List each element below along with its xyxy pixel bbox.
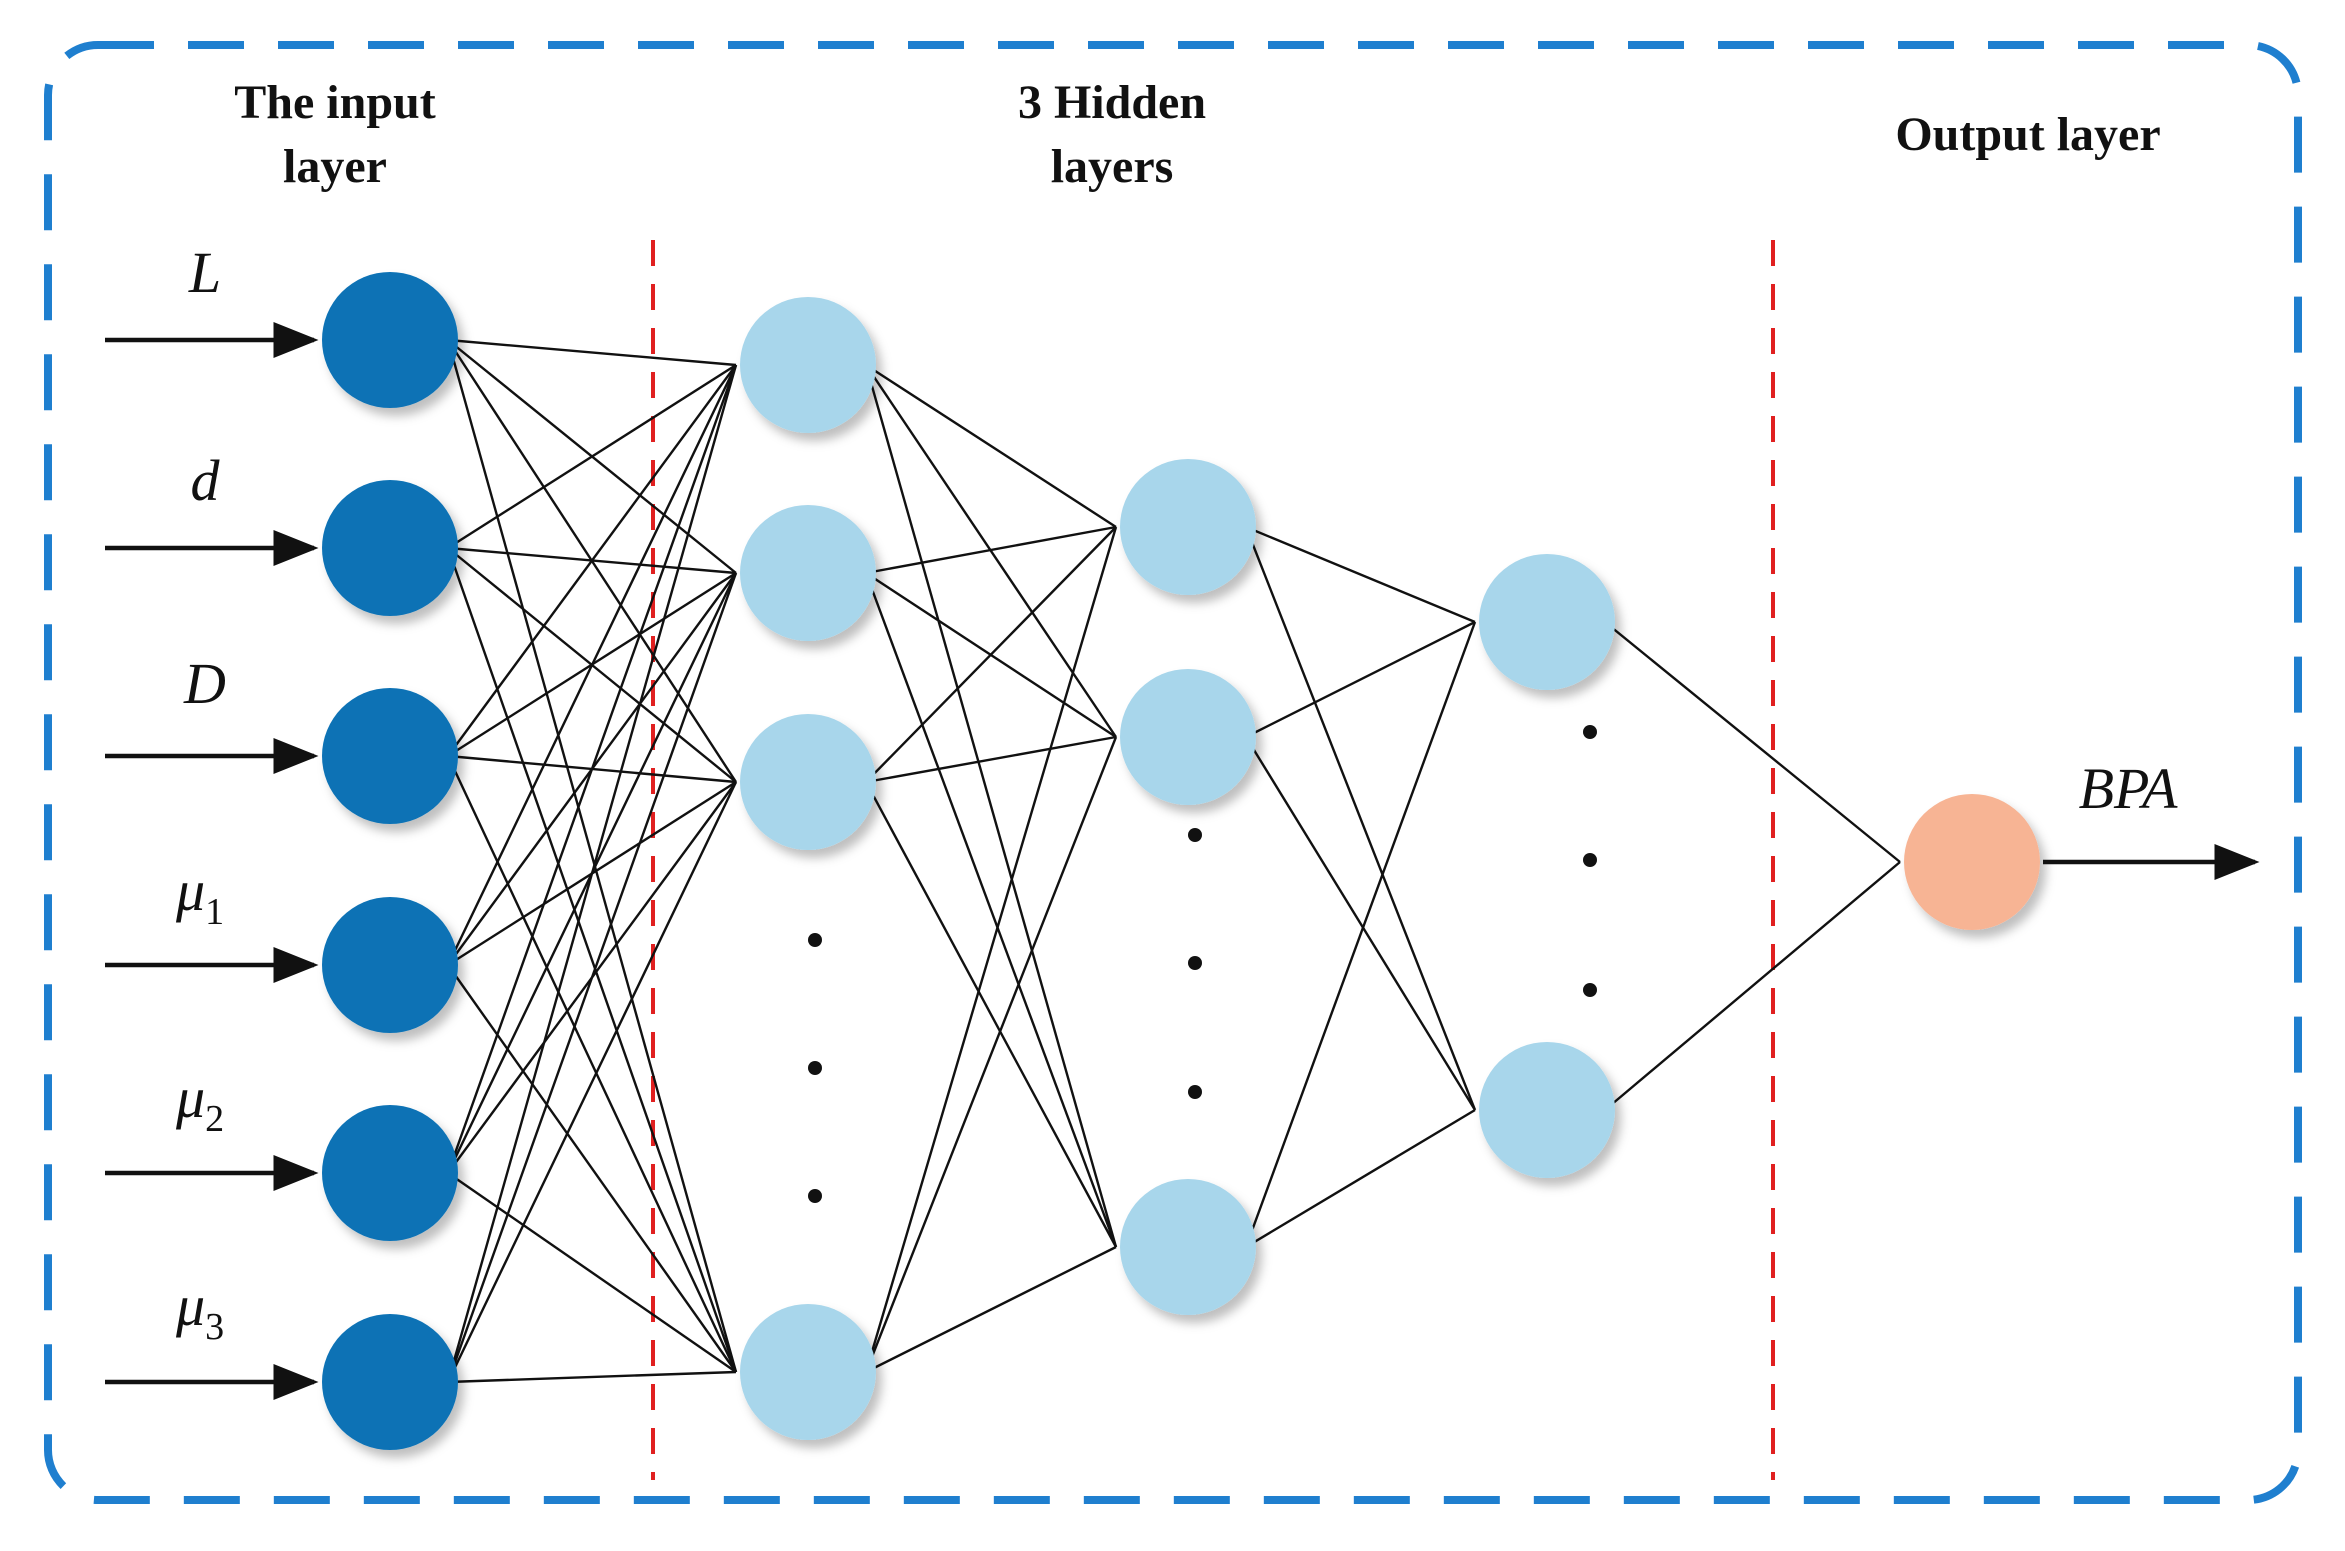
hidden1-node-1 — [740, 505, 876, 641]
input-node-3 — [322, 897, 458, 1033]
edge-hidden1-0-hidden2-2 — [864, 364, 1118, 1248]
input-node-0 — [322, 272, 458, 408]
hidden2-node-2 — [1120, 1179, 1256, 1315]
outer-frame — [44, 41, 2302, 1504]
input-node-4 — [322, 1105, 458, 1241]
edge-hidden3-0-output-0 — [1604, 621, 1901, 863]
input-label-5: μ3 — [175, 1273, 224, 1348]
input-label-4: μ2 — [175, 1065, 224, 1140]
edge-hidden1-0-hidden2-0 — [865, 363, 1117, 529]
hidden3-node-1 — [1479, 1042, 1615, 1178]
edge-hidden1-2-hidden2-2 — [864, 781, 1118, 1248]
edge-input-3-hidden1-0 — [446, 364, 738, 966]
edge-input-0-hidden1-0 — [447, 338, 737, 367]
edge-input-1-hidden1-0 — [447, 363, 737, 550]
input-arrows — [105, 322, 319, 1400]
hidden1-node-2 — [740, 714, 876, 850]
connections — [446, 338, 1901, 1384]
hidden2-ellipsis-dot-1 — [1188, 956, 1202, 970]
nodes — [322, 272, 2040, 1450]
input-labels: L d D μ1 μ2 μ3 — [175, 240, 226, 1348]
input-label-3: μ1 — [175, 858, 224, 933]
hidden3-ellipsis-dot-0 — [1583, 725, 1597, 739]
input-label-1: d — [191, 448, 221, 513]
output-layer-title: Output layer — [1895, 108, 2160, 161]
hidden-layers-title-line1: 3 Hidden — [1018, 76, 1206, 129]
hidden3-node-0 — [1479, 554, 1615, 690]
edge-hidden1-2-hidden2-1 — [865, 735, 1117, 784]
input-node-1 — [322, 480, 458, 616]
edge-input-3-hidden1-3 — [447, 964, 737, 1373]
edge-hidden1-1-hidden2-2 — [864, 572, 1118, 1248]
hidden2-node-0 — [1120, 459, 1256, 595]
input-layer-title-line2: layer — [283, 140, 387, 193]
input-node-2 — [322, 688, 458, 824]
edge-hidden2-1-hidden3-1 — [1244, 736, 1477, 1111]
edge-input-4-hidden1-0 — [446, 364, 738, 1174]
edge-hidden1-3-hidden2-0 — [864, 526, 1118, 1373]
input-label-2: D — [183, 651, 226, 716]
ellipsis-dots — [808, 725, 1597, 1203]
edge-hidden2-1-hidden3-0 — [1245, 620, 1476, 739]
edge-input-5-hidden1-0 — [446, 364, 738, 1383]
hidden1-ellipsis-dot-1 — [808, 1061, 822, 1075]
edge-input-2-hidden1-3 — [446, 755, 738, 1373]
edge-hidden1-2-hidden2-0 — [865, 526, 1117, 783]
input-label-0: L — [188, 240, 221, 305]
hidden3-ellipsis-dot-2 — [1583, 983, 1597, 997]
edge-hidden1-3-hidden2-1 — [864, 736, 1118, 1373]
edge-input-5-hidden1-1 — [446, 572, 738, 1383]
edge-hidden2-2-hidden3-1 — [1245, 1108, 1476, 1249]
edge-input-0-hidden1-3 — [446, 339, 738, 1373]
edge-input-1-hidden1-3 — [446, 547, 738, 1373]
edge-hidden2-0-hidden3-1 — [1244, 526, 1477, 1111]
edge-input-2-hidden1-0 — [447, 364, 737, 757]
edge-hidden3-1-output-0 — [1604, 861, 1901, 1111]
edge-hidden2-0-hidden3-0 — [1245, 525, 1476, 624]
edge-hidden2-2-hidden3-0 — [1244, 621, 1477, 1248]
hidden1-ellipsis-dot-0 — [808, 933, 822, 947]
hidden2-ellipsis-dot-0 — [1188, 828, 1202, 842]
edge-hidden1-3-hidden2-2 — [865, 1245, 1117, 1374]
edge-hidden1-1-hidden2-0 — [865, 525, 1117, 575]
hidden1-ellipsis-dot-2 — [808, 1189, 822, 1203]
hidden1-node-3 — [740, 1304, 876, 1440]
output-label: BPA — [2079, 756, 2178, 821]
edge-input-5-hidden1-2 — [446, 781, 738, 1383]
hidden2-node-1 — [1120, 669, 1256, 805]
hidden3-ellipsis-dot-1 — [1583, 853, 1597, 867]
edge-input-4-hidden1-3 — [447, 1172, 737, 1373]
hidden-layers-title-line2: layers — [1051, 140, 1174, 193]
input-layer-title-line1: The input — [234, 76, 435, 129]
hidden1-node-0 — [740, 297, 876, 433]
hidden2-ellipsis-dot-2 — [1188, 1085, 1202, 1099]
edge-input-5-hidden1-3 — [447, 1370, 737, 1384]
input-node-5 — [322, 1314, 458, 1450]
output-node-0 — [1904, 794, 2040, 930]
